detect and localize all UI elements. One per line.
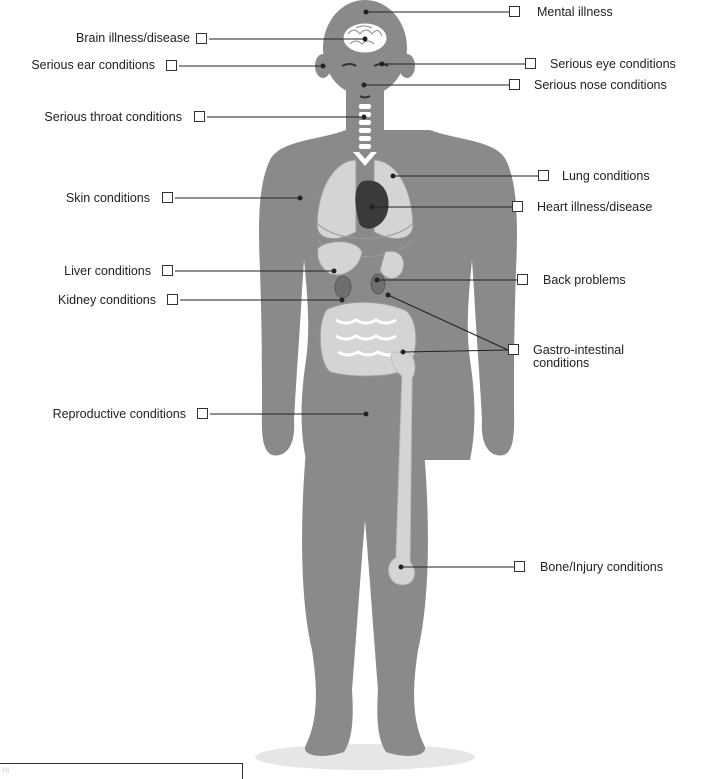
label-gastro-line2: conditions [533, 356, 589, 370]
label-liver: Liver conditions [64, 264, 151, 278]
checkbox-mental-illness[interactable] [509, 6, 520, 17]
label-kidney: Kidney conditions [58, 293, 156, 307]
checkbox-ear[interactable] [166, 60, 177, 71]
footer-text: Hi [2, 766, 10, 775]
kidney-right [371, 274, 385, 294]
label-gastro-line1: Gastro-intestinal [533, 343, 624, 357]
checkbox-nose[interactable] [509, 79, 520, 90]
checkbox-liver[interactable] [162, 265, 173, 276]
label-back: Back problems [543, 273, 626, 287]
checkbox-heart[interactable] [512, 201, 523, 212]
checkbox-throat[interactable] [194, 111, 205, 122]
checkbox-eye[interactable] [525, 58, 536, 69]
label-heart: Heart illness/disease [537, 200, 652, 214]
checkbox-lung[interactable] [538, 170, 549, 181]
label-mental-illness: Mental illness [537, 5, 613, 19]
checkbox-skin[interactable] [162, 192, 173, 203]
checkbox-back[interactable] [517, 274, 528, 285]
label-skin: Skin conditions [66, 191, 150, 205]
body-silhouette [259, 0, 517, 756]
checkbox-brain[interactable] [196, 33, 207, 44]
ground-shadow [255, 744, 475, 770]
label-bone: Bone/Injury conditions [540, 560, 663, 574]
checkbox-gastro[interactable] [508, 344, 519, 355]
label-ear: Serious ear conditions [31, 58, 155, 72]
label-eye: Serious eye conditions [550, 57, 676, 71]
label-throat: Serious throat conditions [44, 110, 182, 124]
label-brain: Brain illness/disease [76, 31, 190, 45]
label-lung: Lung conditions [562, 169, 650, 183]
checkbox-reproductive[interactable] [197, 408, 208, 419]
bottom-frame: Hi [0, 763, 243, 779]
kidney-left [335, 276, 351, 298]
checkbox-bone[interactable] [514, 561, 525, 572]
label-nose: Serious nose conditions [534, 78, 667, 92]
checkbox-kidney[interactable] [167, 294, 178, 305]
label-reproductive: Reproductive conditions [53, 407, 186, 421]
